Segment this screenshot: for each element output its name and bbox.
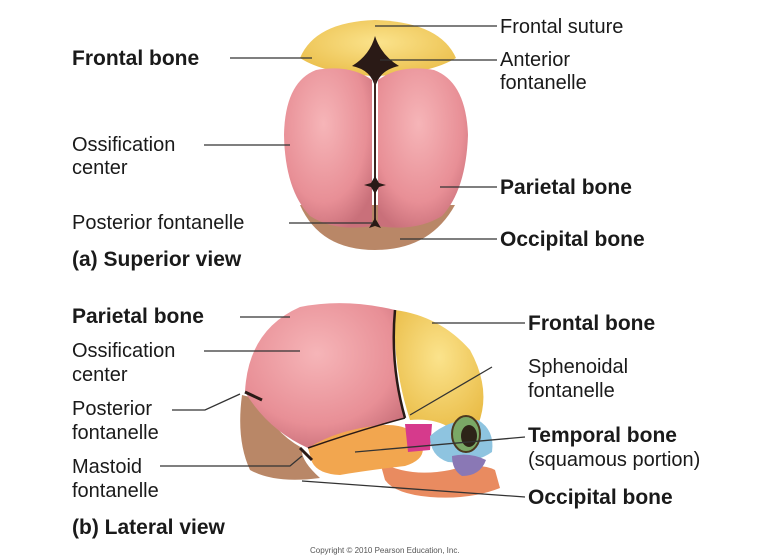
label-superior-ossification-line1: Ossification xyxy=(72,134,176,156)
lateral-frontal-bone-shape xyxy=(394,310,484,428)
label-anterior-fontanelle-line2: fontanelle xyxy=(500,72,587,94)
superior-left-parietal-shape xyxy=(284,68,372,228)
superior-posterior-fontanelle-shape xyxy=(364,176,386,194)
label-superior-frontal-bone: Frontal bone xyxy=(72,47,200,70)
copyright-notice: Copyright © 2010 Pearson Education, Inc. xyxy=(310,546,460,555)
label-lateral-parietal-bone: Parietal bone xyxy=(72,305,204,328)
superior-right-parietal-shape xyxy=(378,68,468,228)
lateral-leader-lines xyxy=(160,316,526,498)
lateral-purple-bone-shape xyxy=(452,454,486,476)
label-superior-posterior-fontanelle: Posterior fontanelle xyxy=(72,212,245,234)
caption-lateral-view: (b) Lateral view xyxy=(72,516,225,539)
label-mastoid-fontanelle-line1: Mastoid xyxy=(72,456,143,478)
lateral-squamous-suture xyxy=(307,417,406,449)
label-lateral-ossification-line1: Ossification xyxy=(72,340,176,362)
label-lateral-occipital-bone: Occipital bone xyxy=(528,486,673,509)
lateral-mandible-shape xyxy=(380,462,500,498)
superior-leader-lines xyxy=(204,25,497,240)
label-lateral-frontal-bone: Frontal bone xyxy=(528,312,656,335)
label-lateral-posterior-fontanelle-line2: fontanelle xyxy=(72,422,159,444)
label-temporal-bone-squamous: (squamous portion) xyxy=(528,449,701,471)
lateral-skull xyxy=(240,303,500,498)
label-lateral-ossification-line2: center xyxy=(72,364,128,386)
label-sphenoidal-fontanelle-line1: Sphenoidal xyxy=(528,356,629,378)
label-mastoid-fontanelle-line2: fontanelle xyxy=(72,480,159,502)
label-lateral-posterior-fontanelle-line1: Posterior xyxy=(72,398,153,420)
superior-skull xyxy=(284,20,468,250)
label-superior-occipital-bone: Occipital bone xyxy=(500,228,645,251)
label-superior-ossification-line2: center xyxy=(72,157,128,179)
lateral-occipital-bone-shape xyxy=(240,395,320,480)
lateral-temporal-bone-shape xyxy=(308,424,423,475)
lateral-posterior-fontanelle-shape xyxy=(244,390,263,402)
lateral-coronal-suture xyxy=(392,309,407,419)
lateral-mastoid-fontanelle-shape xyxy=(298,446,314,462)
lateral-orbit-inner xyxy=(461,425,477,447)
superior-lambda-mark xyxy=(369,218,381,228)
label-frontal-suture: Frontal suture xyxy=(500,16,624,38)
label-anterior-fontanelle-line1: Anterior xyxy=(500,49,571,71)
label-superior-parietal-bone: Parietal bone xyxy=(500,176,632,199)
superior-anterior-fontanelle-shape xyxy=(352,36,399,88)
label-temporal-bone: Temporal bone xyxy=(528,424,677,447)
lateral-sphenoid-magenta-shape xyxy=(405,424,432,452)
lateral-parietal-bone-shape xyxy=(245,303,405,448)
caption-superior-view: (a) Superior view xyxy=(72,248,242,271)
label-sphenoidal-fontanelle-line2: fontanelle xyxy=(528,380,615,402)
